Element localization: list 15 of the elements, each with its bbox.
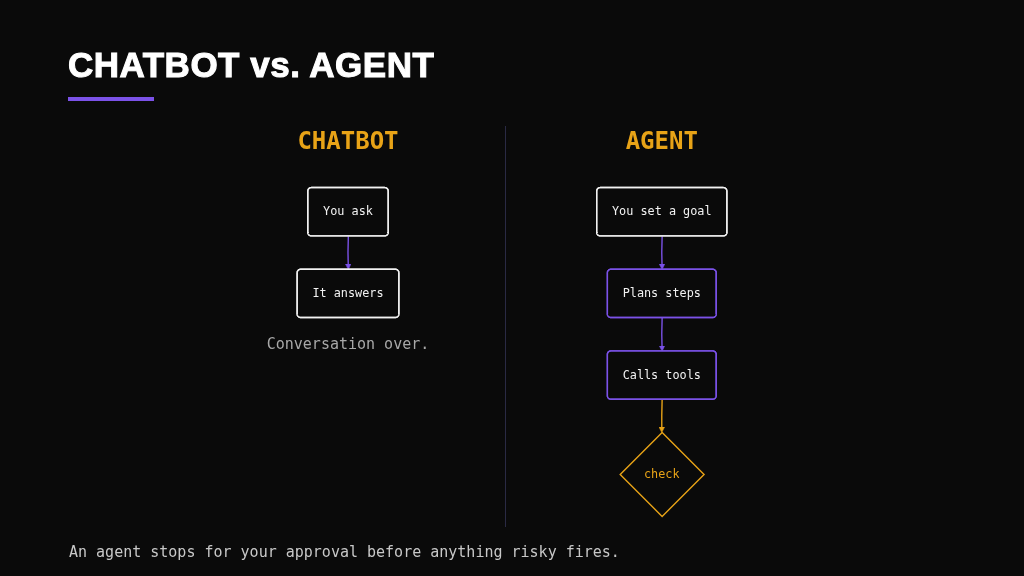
process-box: It answers [296, 268, 400, 319]
column-heading: CHATBOT [297, 125, 399, 156]
process-box: Plans steps [606, 268, 717, 319]
note-text: Conversation over. [266, 333, 430, 354]
process-box: Calls tools [606, 350, 717, 400]
arrow [658, 317, 666, 352]
arrow [345, 235, 352, 270]
arrow [658, 398, 665, 433]
decision-diamond: check [619, 431, 706, 518]
caption: An agent stops for your approval before anything risky fires. [69, 542, 620, 562]
column-heading: AGENT [625, 125, 698, 156]
arrow [658, 235, 666, 270]
title: CHATBOT vs. AGENT [68, 44, 435, 86]
process-box: You set a goal [596, 186, 728, 237]
process-box: You ask [307, 186, 389, 237]
